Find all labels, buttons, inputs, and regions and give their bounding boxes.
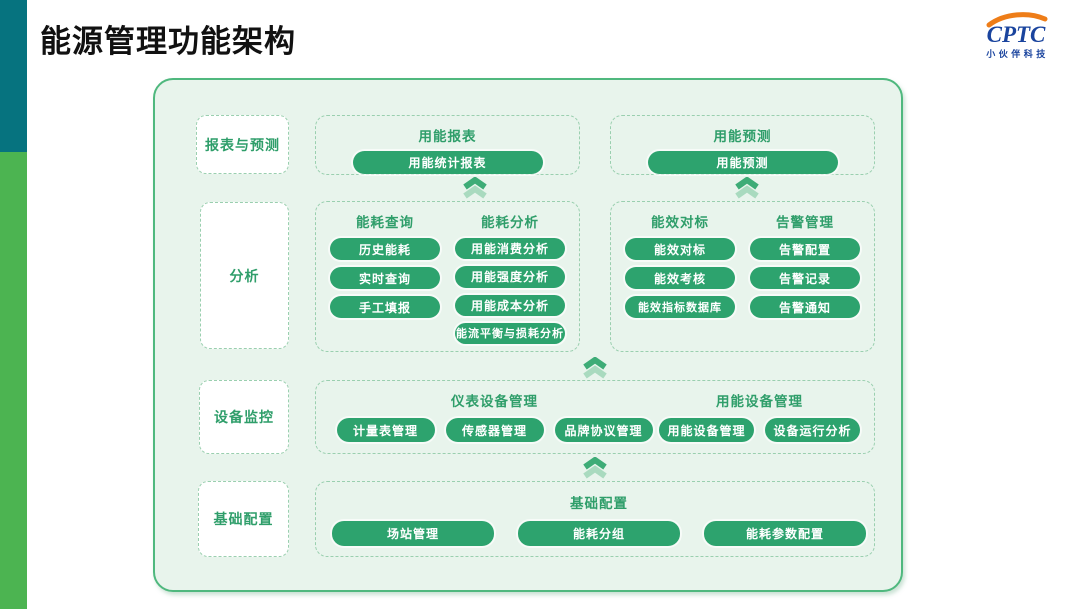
group-title: 用能报表: [418, 129, 477, 144]
module-button: 设备运行分析: [765, 418, 860, 442]
group-title: 能效对标: [651, 215, 709, 230]
column-consumption-analysis: 能耗分析 用能消费分析 用能强度分析 用能成本分析 能流平衡与损耗分析: [451, 211, 569, 351]
column-alarm-management: 告警管理 告警配置 告警记录 告警通知: [746, 211, 864, 351]
group-title: 能耗查询: [356, 215, 414, 230]
module-button: 用能强度分析: [455, 266, 565, 288]
module-button: 计量表管理: [336, 418, 435, 442]
chevron-up-icon: [583, 357, 607, 379]
module-button: 用能消费分析: [455, 238, 565, 260]
chevron-up-icon: [463, 177, 487, 199]
row-label-analysis: 分析: [200, 202, 289, 349]
group-title: 用能设备管理: [716, 394, 803, 409]
brand-logo: CPTC 小伙伴科技: [968, 12, 1064, 60]
chevron-up-icon: [583, 457, 607, 479]
group-title: 告警管理: [776, 215, 834, 230]
module-button: 告警通知: [750, 296, 860, 318]
column-consumption-query: 能耗查询 历史能耗 实时查询 手工填报: [326, 211, 444, 351]
module-button: 传感器管理: [445, 418, 544, 442]
subgroup-energy-device: 用能设备管理 用能设备管理 设备运行分析: [659, 390, 860, 453]
module-button: 用能统计报表: [352, 151, 543, 174]
module-button: 实时查询: [330, 267, 440, 289]
group-box-energy-report: 用能报表 用能统计报表: [315, 115, 580, 175]
row-label-reporting-forecast: 报表与预测: [196, 115, 289, 174]
group-box-consumption-query-analysis: 能耗查询 历史能耗 实时查询 手工填报 能耗分析 用能消费分析 用能强度分析 用…: [315, 201, 580, 352]
row-label-basic-config: 基础配置: [198, 481, 289, 557]
accent-green-segment: [0, 152, 27, 609]
logo-swoosh-icon: [986, 12, 1048, 28]
module-button: 用能预测: [647, 151, 838, 174]
module-button: 能效考核: [625, 267, 735, 289]
group-title: 仪表设备管理: [451, 394, 538, 409]
module-button: 告警记录: [750, 267, 860, 289]
group-box-basic-config: 基础配置 场站管理 能耗分组 能耗参数配置: [315, 481, 875, 557]
chevron-up-icon: [735, 177, 759, 199]
group-title: 能耗分析: [481, 215, 539, 230]
subgroup-meter-device: 仪表设备管理 计量表管理 传感器管理 品牌协议管理: [330, 390, 659, 453]
module-button: 用能设备管理: [659, 418, 754, 442]
logo-brand-text: CPTC: [986, 22, 1046, 47]
group-box-benchmark-alarm: 能效对标 能效对标 能效考核 能效指标数据库 告警管理 告警配置 告警记录 告警…: [610, 201, 875, 352]
row-label-device-monitor: 设备监控: [199, 380, 289, 454]
slide-title: 能源管理功能架构: [40, 24, 296, 59]
group-title: 基础配置: [570, 496, 628, 511]
column-efficiency-benchmark: 能效对标 能效对标 能效考核 能效指标数据库: [621, 211, 739, 351]
group-title: 用能预测: [713, 129, 772, 144]
architecture-panel: 报表与预测 分析 设备监控 基础配置 用能报表 用能统计报表 用能预测 用能预测…: [153, 78, 903, 592]
accent-teal-segment: [0, 0, 27, 152]
sidebar-accent-bar: [0, 0, 27, 609]
group-box-energy-forecast: 用能预测 用能预测: [610, 115, 875, 175]
logo-company-text: 小伙伴科技: [986, 49, 1049, 59]
module-button: 手工填报: [330, 296, 440, 318]
module-button: 场站管理: [332, 521, 494, 546]
module-button: 能效指标数据库: [625, 296, 735, 318]
module-button: 能流平衡与损耗分析: [455, 322, 565, 344]
module-button: 能耗分组: [518, 521, 680, 546]
module-button: 告警配置: [750, 238, 860, 260]
module-button: 能耗参数配置: [704, 521, 866, 546]
module-button: 能效对标: [625, 238, 735, 260]
module-button: 用能成本分析: [455, 294, 565, 316]
group-box-device-management: 仪表设备管理 计量表管理 传感器管理 品牌协议管理 用能设备管理 用能设备管理 …: [315, 380, 875, 454]
module-button: 历史能耗: [330, 238, 440, 260]
module-button: 品牌协议管理: [554, 418, 653, 442]
